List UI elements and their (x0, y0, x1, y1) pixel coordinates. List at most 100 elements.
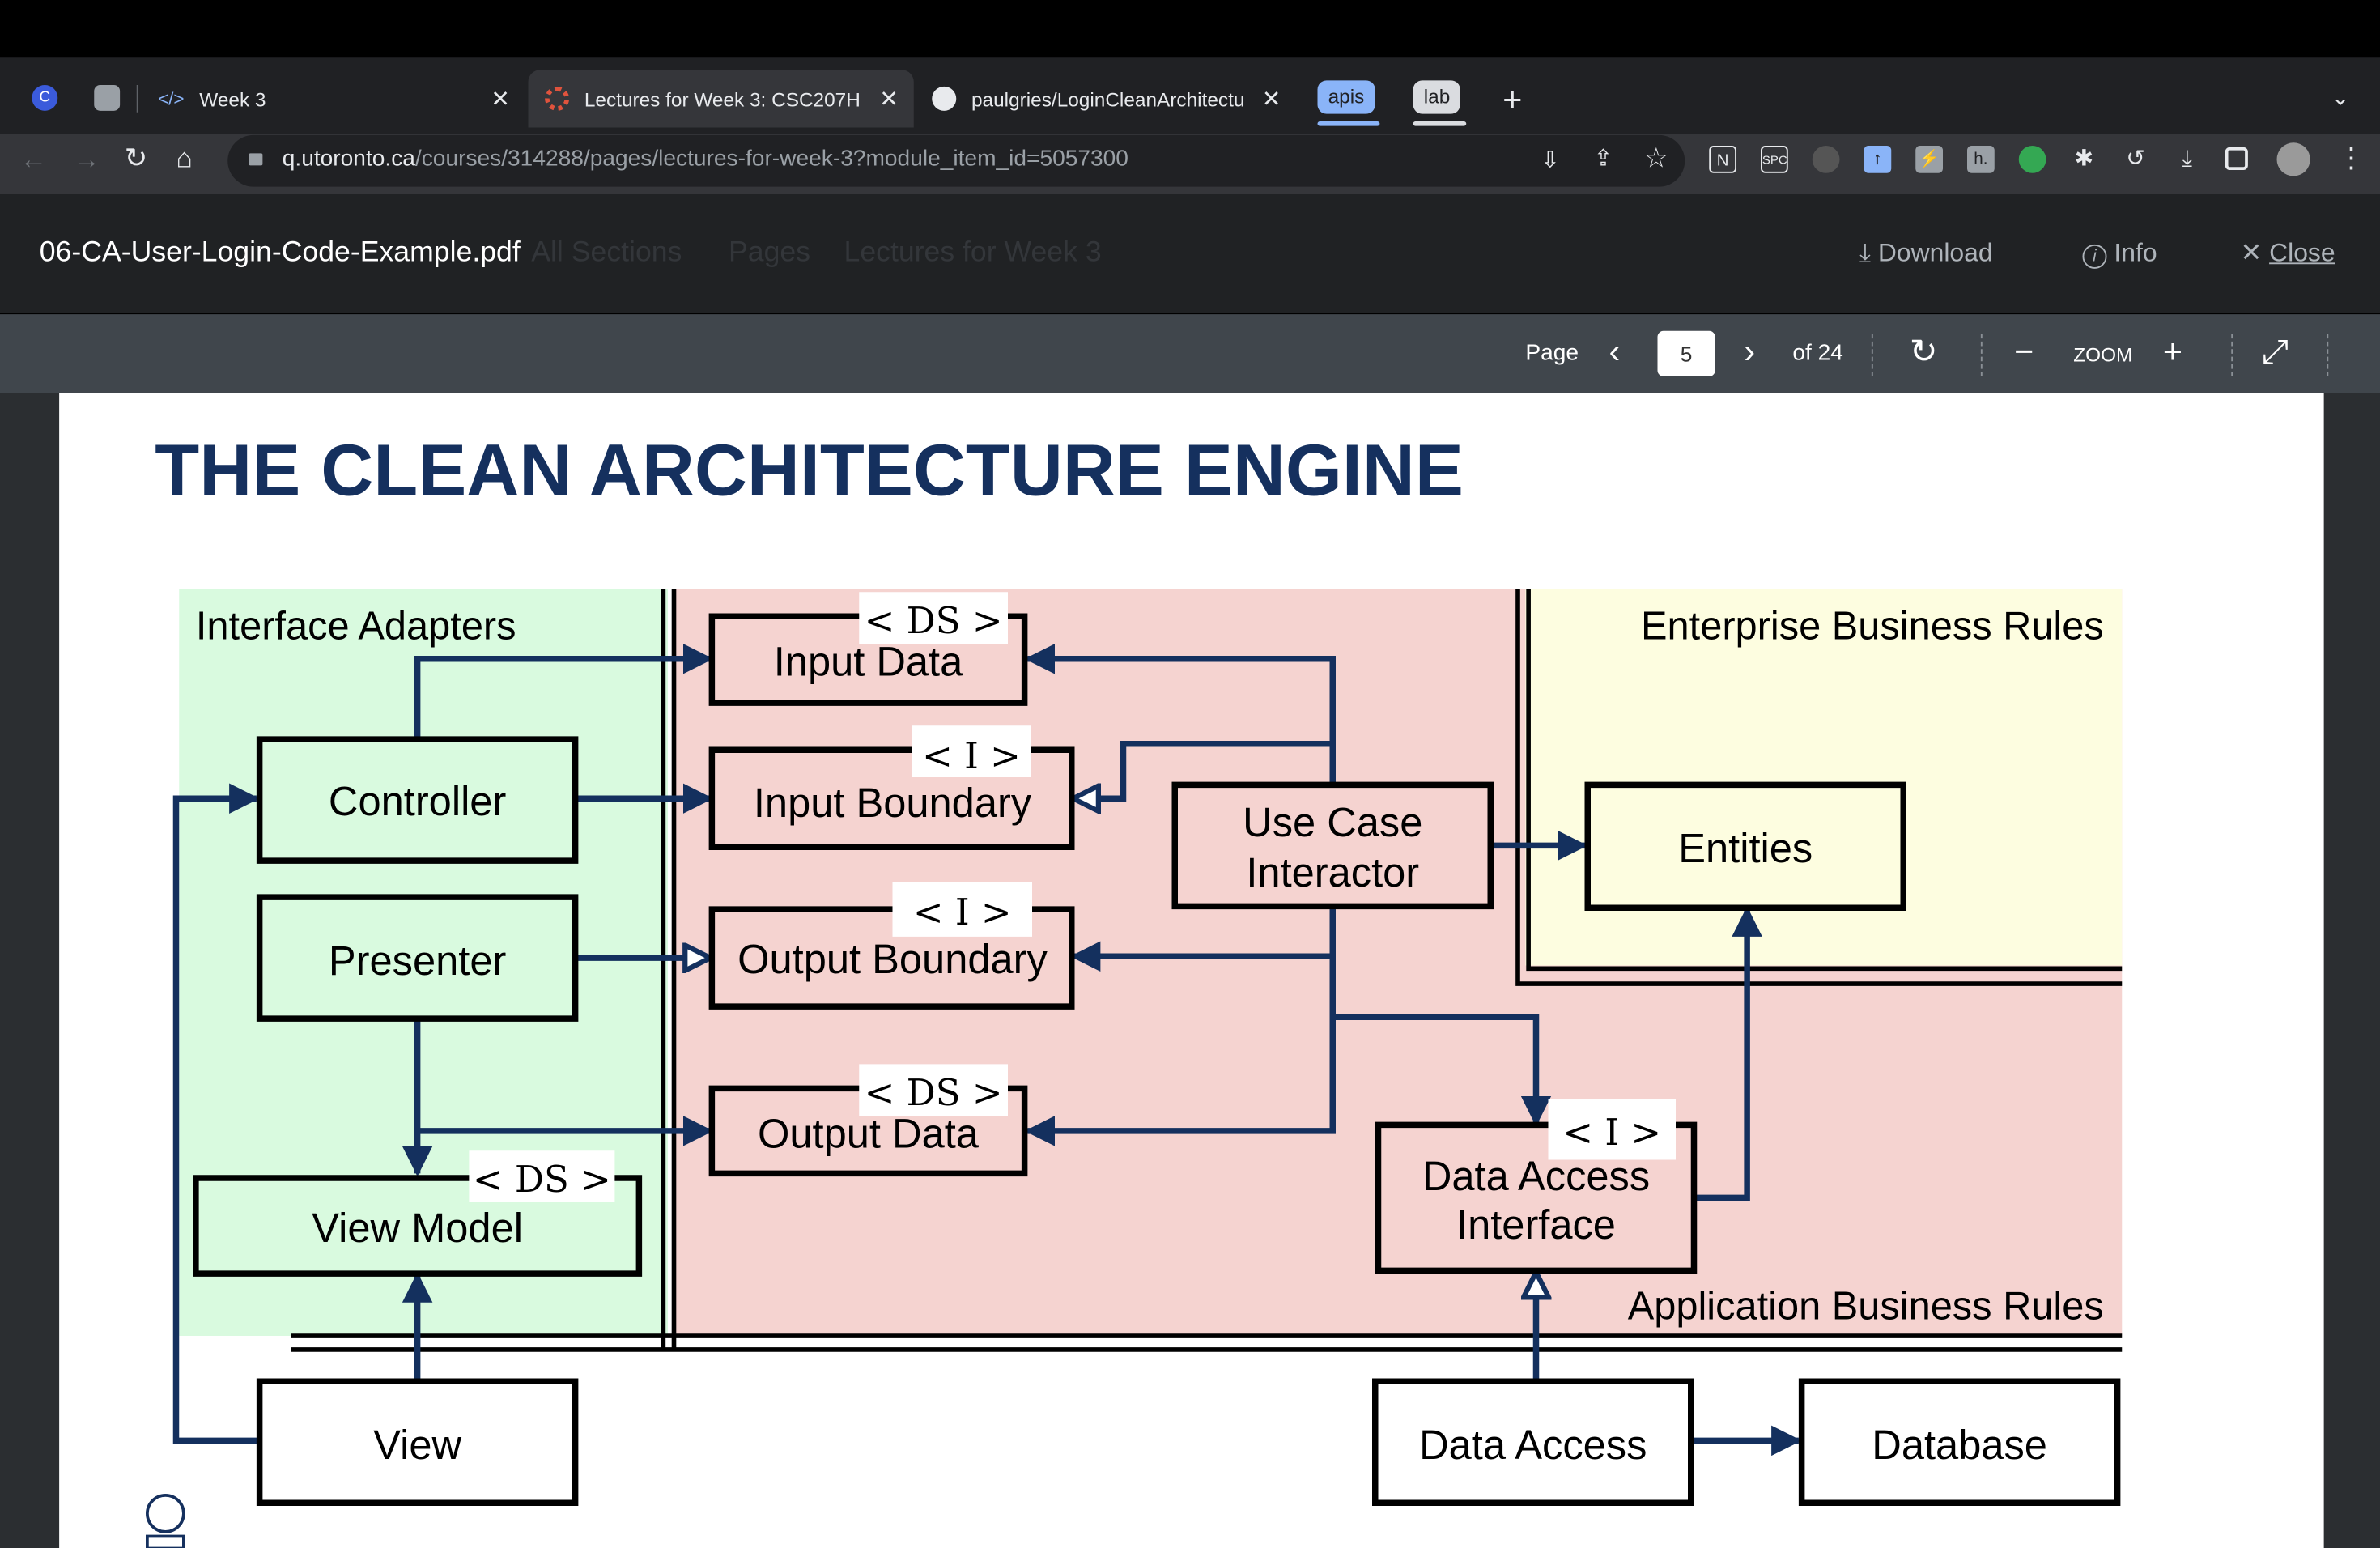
pinned-tab-c-icon[interactable]: C (32, 85, 58, 111)
install-app-icon[interactable]: ⇩ (1541, 147, 1560, 173)
database-box (1798, 1378, 2121, 1506)
university-crest-logo (146, 1494, 185, 1548)
tab-group-underline (1413, 121, 1467, 126)
info-label: Info (2114, 238, 2157, 267)
close-tab-icon[interactable]: ✕ (879, 86, 899, 113)
pdf-file-name: 06-CA-User-Login-Code-Example.pdf (39, 236, 521, 269)
zoom-out-icon[interactable]: − (2014, 332, 2034, 371)
download-icon: ⤓ (1859, 238, 1871, 267)
extensions-puzzle-icon[interactable]: ✱ (2074, 146, 2094, 172)
upload-extension-icon[interactable]: ↑ (1864, 146, 1892, 173)
use-case-label: Use Case (1243, 799, 1422, 845)
tag-background (912, 725, 1031, 777)
zoom-in-icon[interactable]: + (2162, 332, 2182, 371)
home-icon[interactable]: ⌂ (176, 142, 193, 173)
input-data-ds-tag: < DS > (865, 599, 1003, 642)
data-access-interface-i-tag: < I > (1562, 1111, 1661, 1154)
tab-lectures-week-3[interactable]: Lectures for Week 3: CSC207H ✕ (528, 70, 914, 128)
address-bar[interactable] (227, 134, 1685, 187)
output-data-ds-tag: < DS > (865, 1071, 1003, 1114)
tag-background (1548, 1099, 1676, 1160)
previous-page-icon[interactable]: ‹ (1609, 332, 1621, 371)
camera-extension-icon[interactable] (1812, 146, 1840, 173)
share-icon[interactable]: ⇪ (1593, 146, 1613, 172)
toolbar-separator (2231, 334, 2233, 376)
output-boundary-i-tag: < I > (913, 891, 1012, 933)
background-breadcrumb: All Sections (531, 236, 682, 269)
presenter-box (256, 894, 579, 1022)
page-total: of 24 (1792, 340, 1843, 366)
interactor-label: Interactor (1246, 849, 1419, 895)
background-breadcrumb: Lectures for Week 3 (844, 236, 1102, 269)
rotate-icon[interactable]: ↻ (1909, 332, 1938, 371)
tab-github[interactable]: paulgries/LoginCleanArchitectu ✕ (917, 70, 1297, 127)
interactor-to-data-access-interface-arrow (1332, 1014, 1552, 1127)
interactor-to-input-data-arrow (1024, 644, 1336, 785)
pinned-tab-chatgpt-icon[interactable] (94, 85, 121, 111)
close-tab-icon[interactable]: ✕ (1261, 86, 1281, 113)
close-tab-icon[interactable]: ✕ (491, 86, 510, 113)
code-icon: </> (158, 87, 185, 109)
downloads-icon[interactable]: ⤓ (2182, 146, 2193, 172)
interactor-implements-input-boundary-arrow (1073, 741, 1333, 799)
reload-icon[interactable]: ↻ (124, 142, 148, 173)
use-case-interactor-box (1171, 781, 1494, 910)
close-icon: ✕ (2240, 238, 2263, 267)
data-access-label: Data Access (1419, 1422, 1647, 1468)
fullscreen-icon[interactable]: ⤢ (2261, 332, 2289, 371)
bookmark-star-icon[interactable]: ☆ (1643, 142, 1668, 173)
profile-avatar[interactable] (2276, 142, 2310, 176)
flash-extension-icon[interactable]: ⚡ (1915, 146, 1943, 173)
spc-extension-icon[interactable]: SPC (1761, 146, 1788, 173)
data-access-interface-to-entities-arrow (1694, 906, 1762, 1201)
page-label: Page (1525, 340, 1579, 366)
tab-group-underline (1317, 121, 1380, 126)
notion-extension-icon[interactable]: N (1709, 146, 1736, 173)
controller-to-input-data-arrow (414, 644, 714, 740)
input-boundary-label: Input Boundary (754, 780, 1032, 826)
tab-title: paulgries/LoginCleanArchitectu (971, 87, 1245, 110)
tab-search-chevron-icon[interactable]: ⌄ (2331, 85, 2350, 109)
pdf-viewer-header (0, 194, 2380, 313)
green-extension-icon[interactable] (2018, 146, 2046, 173)
data-access-box (1372, 1378, 1694, 1506)
tab-group-lab[interactable]: lab (1413, 80, 1461, 114)
lock-icon (249, 153, 263, 166)
input-data-label: Input Data (774, 638, 963, 684)
url-text[interactable]: q.utoronto.ca/courses/314288/pages/lectu… (282, 146, 1128, 172)
pdf-toolbar (0, 314, 2380, 393)
entities-label: Entities (1678, 825, 1813, 871)
browser-menu-icon[interactable]: ⋮ (2337, 142, 2365, 173)
github-icon (932, 86, 957, 111)
tab-title: Lectures for Week 3: CSC207H (584, 87, 861, 110)
h-extension-icon[interactable]: h. (1967, 146, 1995, 173)
toolbar-separator (2327, 334, 2329, 376)
new-tab-icon[interactable]: + (1502, 80, 1523, 119)
tab-week-3[interactable]: </> Week 3 ✕ (146, 70, 525, 127)
info-button[interactable]: i Info (2082, 238, 2157, 269)
tab-strip (0, 57, 2380, 134)
forward-icon[interactable]: → (73, 144, 100, 175)
pdf-page: THE CLEAN ARCHITECTURE ENGINE Interface … (59, 393, 2324, 1548)
sync-extension-icon[interactable]: ↺ (2126, 146, 2145, 172)
tag-background (892, 882, 1032, 937)
close-button[interactable]: ✕ Close (2241, 238, 2335, 269)
application-business-rules-label: Application Business Rules (1628, 1284, 2104, 1328)
side-panel-icon[interactable] (2225, 147, 2248, 170)
page-number-input[interactable]: 5 (1657, 330, 1715, 376)
zoom-label: ZOOM (2073, 342, 2133, 366)
back-icon[interactable]: ← (19, 144, 48, 175)
tab-group-apis[interactable]: apis (1317, 80, 1375, 114)
view-model-ds-tag: < DS > (473, 1158, 611, 1201)
tag-background (859, 1064, 1008, 1116)
tag-background (469, 1150, 615, 1202)
input-boundary-i-tag: < I > (922, 734, 1021, 777)
next-page-icon[interactable]: › (1744, 332, 1756, 371)
enterprise-border-inner (1526, 589, 2123, 972)
canvas-logo-icon (545, 86, 570, 111)
controller-label: Controller (329, 778, 507, 824)
download-button[interactable]: ⤓ Download (1859, 238, 1993, 269)
download-label: Download (1877, 238, 1993, 267)
info-icon: i (2082, 244, 2107, 269)
view-model-label: View Model (312, 1205, 523, 1251)
